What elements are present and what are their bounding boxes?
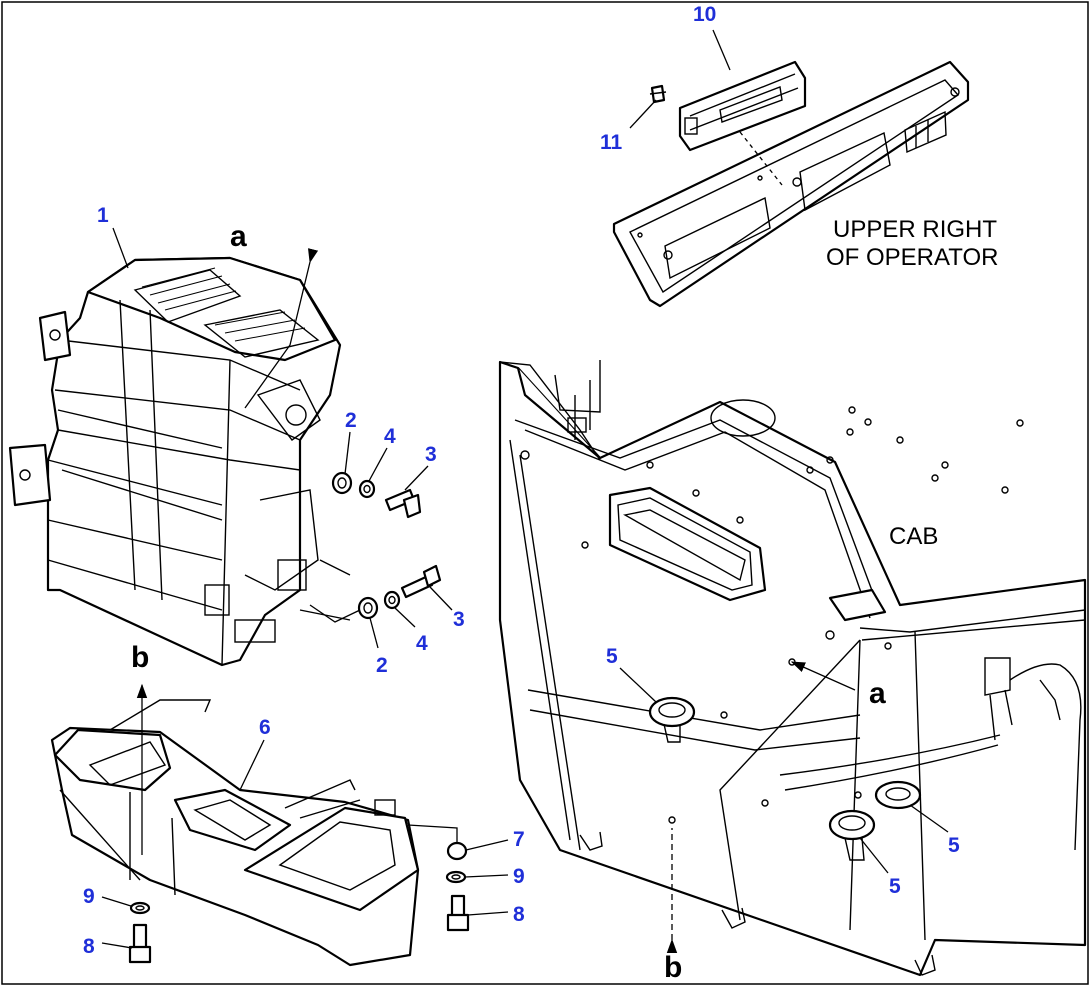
- duct-washer-left: [129, 901, 151, 915]
- leader-11: [629, 99, 657, 129]
- grommet-2: [874, 780, 922, 810]
- callout-5-a: 5: [606, 645, 618, 668]
- leader-8-right: [467, 911, 509, 916]
- washer-lower: [383, 590, 401, 610]
- label-upper-right: UPPER RIGHT: [833, 216, 997, 243]
- leader-4-lower: [394, 607, 416, 628]
- view-letter-b-right: b: [664, 951, 682, 984]
- leader-5-c: [859, 837, 889, 874]
- controller-screw: [649, 84, 667, 104]
- label-cab: CAB: [889, 523, 938, 550]
- callout-8-left: 8: [83, 935, 95, 958]
- leader-7: [465, 839, 509, 851]
- grommet-3: [828, 809, 876, 861]
- duct-bolt-left: [128, 923, 152, 964]
- grommet-1: [648, 696, 696, 743]
- view-letter-b-left: b: [131, 641, 149, 674]
- view-letter-a-right: a: [869, 677, 886, 710]
- nut-upper: [331, 471, 353, 495]
- callout-6: 6: [259, 716, 271, 739]
- leader-controller-to-bracket: [739, 131, 783, 186]
- leader-6: [239, 739, 265, 791]
- duct-washer-right: [445, 870, 467, 884]
- callout-9-right: 9: [513, 865, 525, 888]
- view-arrow-a-right: [790, 661, 856, 691]
- leader-2-upper: [344, 431, 351, 475]
- leader-5-b: [909, 804, 949, 833]
- callout-4-lower: 4: [416, 632, 428, 655]
- leader-3-upper: [404, 465, 429, 491]
- leader-1: [112, 227, 129, 269]
- leader-2-lower: [369, 617, 379, 649]
- air-conditioner-unit: [8, 256, 351, 667]
- cab-structure: [498, 360, 1087, 977]
- bolt-lower: [400, 564, 442, 599]
- callout-1: 1: [97, 204, 109, 227]
- callout-3-lower: 3: [453, 608, 465, 631]
- duct-bolt-right: [446, 894, 470, 932]
- callout-2-upper: 2: [345, 409, 357, 432]
- leader-10: [712, 29, 731, 71]
- leader-3-lower: [429, 586, 453, 611]
- control-panel-bracket: [612, 60, 970, 308]
- callout-9-left: 9: [83, 885, 95, 908]
- callout-3-upper: 3: [425, 443, 437, 466]
- leader-7-link: [407, 824, 458, 843]
- callout-4-upper: 4: [384, 425, 396, 448]
- washer-upper: [358, 479, 376, 499]
- air-duct: [50, 699, 420, 967]
- nut-lower: [357, 596, 379, 620]
- callout-11: 11: [600, 131, 623, 154]
- leader-9-left: [101, 896, 132, 907]
- leader-8-left: [101, 942, 133, 949]
- callout-5-c: 5: [889, 875, 901, 898]
- leader-5-a: [619, 667, 657, 703]
- callout-2-lower: 2: [376, 654, 388, 677]
- air-conditioner-controller: [678, 60, 807, 152]
- duct-nut: [446, 841, 468, 861]
- leader-9-right: [464, 874, 509, 878]
- leader-4-upper: [368, 447, 388, 482]
- callout-7: 7: [513, 828, 525, 851]
- callout-8-right: 8: [513, 903, 525, 926]
- callout-5-b: 5: [948, 834, 960, 857]
- view-letter-a-left: a: [230, 220, 247, 253]
- label-of-operator: OF OPERATOR: [826, 244, 998, 271]
- leader-nut-link: [309, 604, 361, 623]
- bolt-upper: [384, 488, 422, 519]
- view-arrow-a-left: [244, 248, 319, 409]
- callout-10: 10: [693, 3, 716, 26]
